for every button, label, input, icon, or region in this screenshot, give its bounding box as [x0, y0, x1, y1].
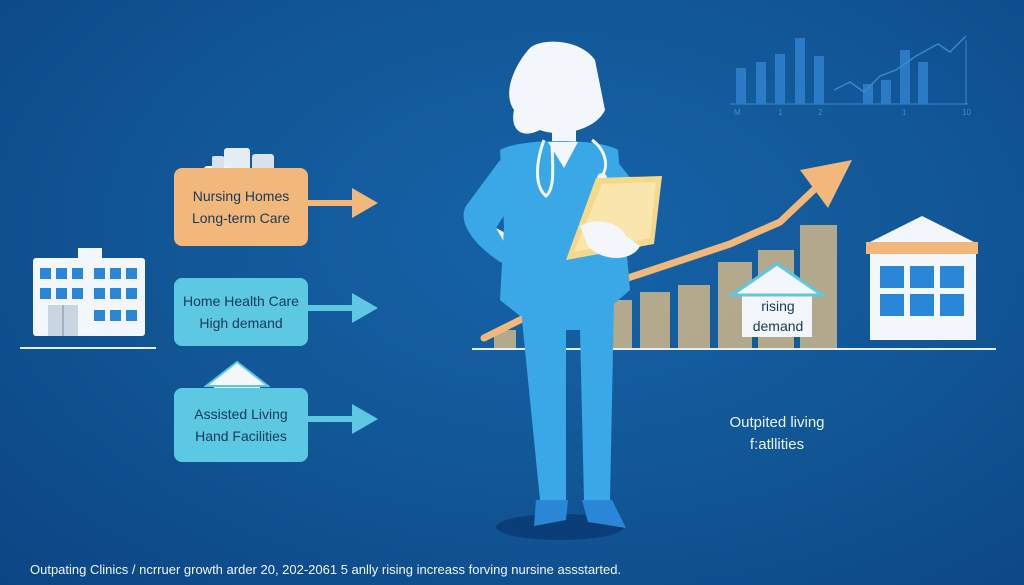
- outpatient-line2: f:atllities: [749, 436, 805, 453]
- card-subtitle: High demand: [199, 315, 283, 331]
- outpatient-label: Outpited living f:atllities: [722, 412, 832, 456]
- mini-chart-tick: M: [734, 108, 741, 117]
- nurse-figure: [463, 41, 662, 540]
- rising-demand-label: rising demand: [744, 296, 812, 336]
- hospital-building-icon: [33, 248, 145, 336]
- mini-chart-ticks: M 1 2 1 10: [728, 108, 978, 120]
- card-subtitle: Hand Facilities: [195, 428, 287, 444]
- card-assisted-living: Assisted Living Hand Facilities: [174, 388, 308, 462]
- small-house-icon: [727, 262, 827, 337]
- card-subtitle: Long-term Care: [191, 210, 291, 226]
- rising-demand-line2: demand: [752, 318, 804, 334]
- card-title: Home Health Care: [183, 293, 299, 309]
- mini-chart-tick: 10: [962, 108, 971, 117]
- bottom-caption: Outpating Clinics / ncrruer growth arder…: [30, 562, 622, 577]
- mini-bar-chart: [730, 35, 968, 105]
- rising-demand-line1: rising: [761, 298, 795, 314]
- arrow-icon: [306, 188, 378, 218]
- mini-chart-tick: 2: [818, 108, 823, 117]
- arrow-icon: [306, 404, 378, 434]
- card-title: Nursing Homes: [192, 188, 290, 204]
- mini-chart-tick: 1: [778, 108, 783, 117]
- card-title: Assisted Living: [194, 406, 288, 422]
- card-home-health-care: Home Health Care High demand: [174, 278, 308, 346]
- card-nursing-homes: Nursing Homes Long-term Care: [174, 168, 308, 246]
- outpatient-line1: Outpited living: [729, 414, 825, 431]
- mini-chart-tick: 1: [902, 108, 907, 117]
- arrow-icon: [306, 293, 378, 323]
- clinic-building-icon: [866, 216, 978, 340]
